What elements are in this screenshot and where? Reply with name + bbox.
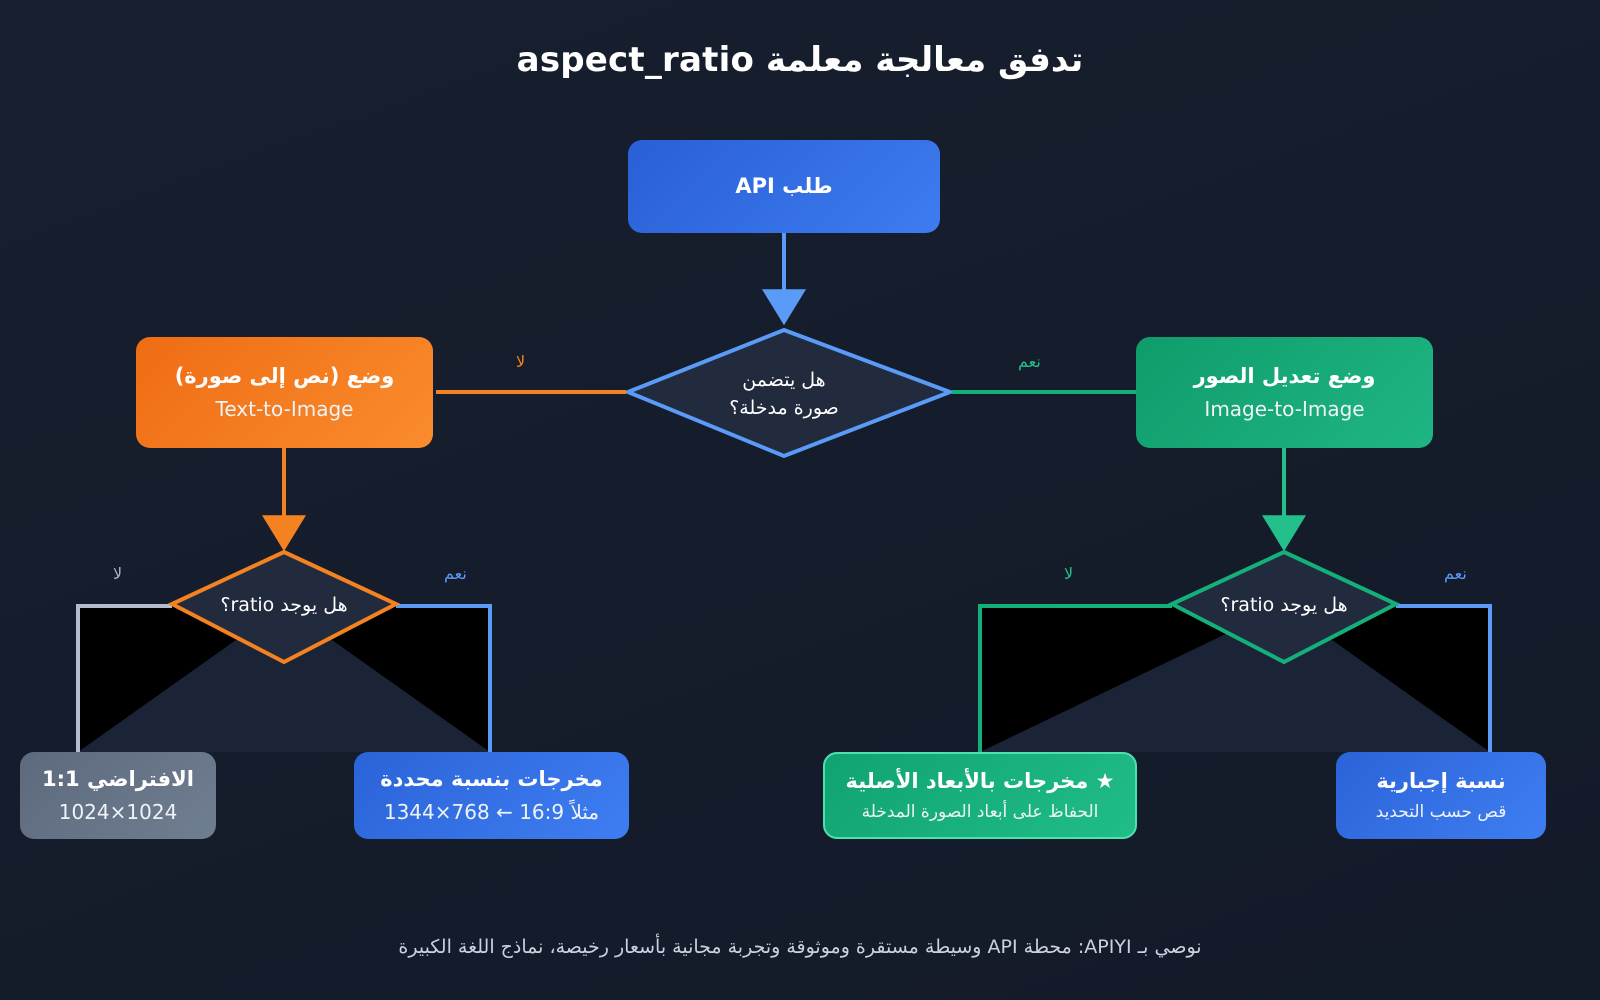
node-native-dimensions-sub: الحفاظ على أبعاد الصورة المدخلة: [861, 802, 1099, 823]
edge-label-ratio-right-yes: نعم: [1444, 564, 1467, 583]
node-image-to-image-title: وضع تعديل الصور: [1193, 363, 1376, 388]
footer-note: نوصي بـ APIYI: محطة API وسيطة مستقرة ومو…: [398, 936, 1202, 958]
edge-ratio-left-no: [76, 604, 172, 752]
edge-label-ratio-left-yes: نعم: [444, 564, 467, 583]
render-artifact-right-trapezoid: [980, 606, 1490, 752]
node-image-to-image-sub: Image-to-Image: [1204, 397, 1365, 422]
edge-ratio-right-no: [978, 604, 1172, 752]
node-default-square-title: الافتراضي 1:1: [42, 766, 194, 791]
node-text-to-image-title: وضع (نص إلى صورة): [174, 363, 395, 388]
decision-has-input-image: [622, 327, 956, 459]
node-image-to-image[interactable]: وضع تعديل الصور Image-to-Image: [1136, 337, 1433, 448]
decision-ratio-image-to-image: [1167, 549, 1401, 665]
node-text-to-image[interactable]: وضع (نص إلى صورة) Text-to-Image: [136, 337, 433, 448]
edge-ratio-right-yes: [1396, 604, 1492, 752]
node-specified-ratio-title: مخرجات بنسبة محددة: [380, 766, 603, 791]
node-default-square[interactable]: الافتراضي 1:1 1024×1024: [20, 752, 216, 839]
edge-label-has-image-no: لا: [516, 352, 526, 371]
node-text-to-image-sub: Text-to-Image: [215, 397, 354, 422]
node-default-square-sub: 1024×1024: [58, 800, 178, 825]
node-specified-ratio-sub: مثلاً 16:9 ← 768×1344: [383, 800, 600, 825]
decision-ratio-text-to-image: [167, 549, 401, 665]
render-artifact-left-trapezoid: [78, 606, 490, 752]
node-native-dimensions-title: ★ مخرجات بالأبعاد الأصلية: [845, 768, 1115, 793]
node-api-request[interactable]: طلب API: [628, 140, 940, 233]
node-forced-ratio-title: نسبة إجبارية: [1376, 768, 1506, 793]
node-forced-ratio[interactable]: نسبة إجبارية قص حسب التحديد: [1336, 752, 1546, 839]
node-api-request-title: طلب API: [735, 174, 833, 199]
node-forced-ratio-sub: قص حسب التحديد: [1375, 802, 1507, 823]
node-specified-ratio[interactable]: مخرجات بنسبة محددة مثلاً 16:9 ← 768×1344: [354, 752, 629, 839]
edge-label-ratio-right-no: لا: [1064, 564, 1074, 583]
edge-label-ratio-left-no: لا: [113, 564, 123, 583]
edge-label-has-image-yes: نعم: [1018, 352, 1041, 371]
page-title: تدفق معالجة معلمة aspect_ratio: [516, 40, 1084, 80]
node-native-dimensions[interactable]: ★ مخرجات بالأبعاد الأصلية الحفاظ على أبع…: [823, 752, 1137, 839]
edge-ratio-left-yes: [396, 604, 492, 752]
